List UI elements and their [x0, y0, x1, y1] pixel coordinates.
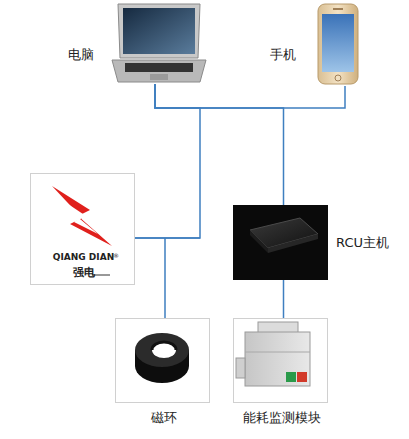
node-label: 磁环: [116, 411, 211, 424]
diagram-node: RCU主机: [233, 205, 328, 280]
ferrite-ring: [135, 333, 189, 383]
node-label: 电脑: [68, 48, 94, 61]
connector-line: [283, 280, 285, 318]
laptop-illustration: [112, 4, 206, 82]
diagram-node: 磁环: [115, 318, 210, 403]
phone-illustration: [318, 4, 358, 84]
diagram-node: QIANG DIAN 强电: [30, 173, 135, 285]
diagram-node: 手机: [312, 2, 362, 86]
rcu-illustration: [233, 205, 328, 280]
trademark-mark: ®: [113, 253, 119, 259]
diagram-node: 电脑: [112, 2, 206, 84]
node-label: QIANG DIAN: [31, 253, 136, 262]
node-label: 能耗监测模块: [219, 411, 344, 424]
connector-line: [135, 84, 200, 238]
connector-line: [155, 84, 345, 108]
connector-line: [135, 238, 200, 318]
meter-module: [236, 322, 310, 386]
diagram-node: 能耗监测模块: [233, 318, 328, 403]
node-label: 手机: [270, 48, 296, 61]
node-label: 强电: [31, 267, 136, 278]
node-label: RCU主机: [336, 236, 389, 249]
connector-line: [155, 84, 284, 205]
